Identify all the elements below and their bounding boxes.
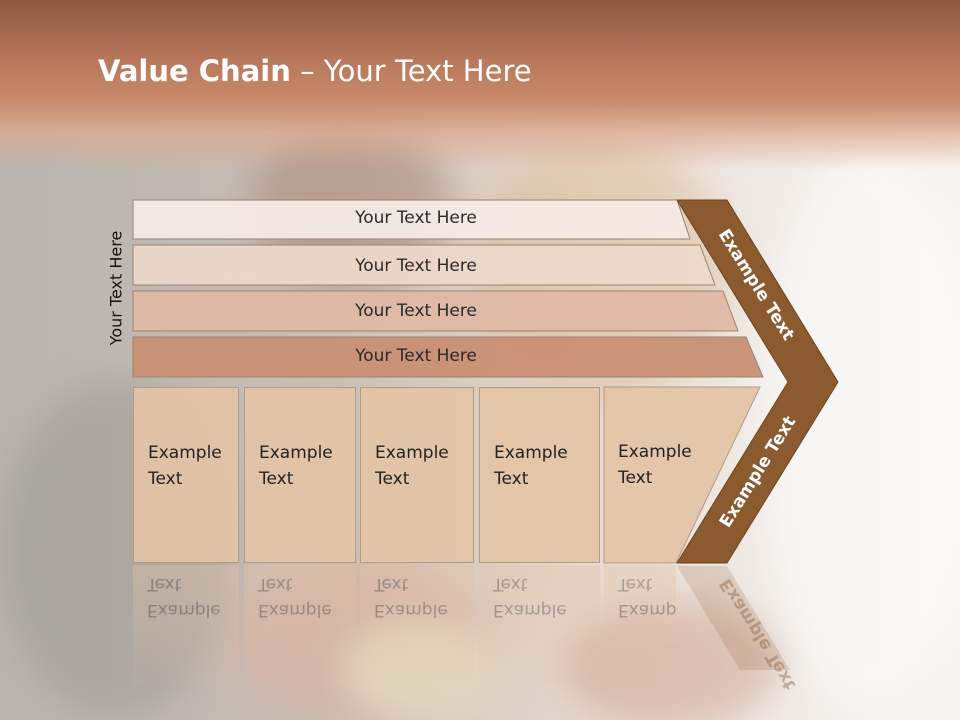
reflection-label: Example Text	[147, 574, 221, 620]
value-box-label: Example Text	[618, 442, 692, 488]
value-box-5: Example Text	[604, 387, 692, 563]
value-box-4: Example Text	[479, 387, 600, 563]
box-reflection-4: Example Text	[479, 565, 600, 685]
reflection-label: Example Text	[374, 574, 448, 620]
row-label-3: Your Text Here	[355, 301, 477, 321]
header-band	[0, 0, 960, 170]
box-reflection-1: Example Text	[133, 565, 239, 685]
chevron-reflection	[677, 566, 790, 670]
reflection-label: Example Text	[493, 574, 567, 620]
value-box-label: Example Text	[259, 443, 333, 489]
box-5-shape	[603, 386, 761, 564]
box-reflection-3: Example Text	[360, 565, 474, 685]
value-box-2: Example Text	[244, 387, 356, 563]
box-reflection-2: Example Text	[244, 565, 356, 685]
title-bold: Value Chain	[98, 54, 291, 88]
box-reflection-5: Example Text	[604, 565, 676, 685]
row-band-3	[132, 290, 739, 332]
value-box-label: Example Text	[148, 443, 222, 489]
value-box-1: Example Text	[133, 387, 239, 563]
row-band-2	[132, 244, 716, 286]
row-band-4	[132, 336, 764, 378]
page-title: Value Chain – Your Text Here	[98, 54, 532, 88]
row-label-1: Your Text Here	[355, 208, 477, 228]
value-box-3: Example Text	[360, 387, 474, 563]
reflection-label: Example Text	[258, 574, 332, 620]
value-box-label: Example Text	[375, 443, 449, 489]
chevron-shape	[676, 199, 839, 564]
value-box-label: Example Text	[494, 443, 568, 489]
row-label-4: Your Text Here	[355, 346, 477, 366]
row-band-1	[132, 199, 691, 240]
reflection-label: Example Text	[618, 574, 676, 620]
title-rest: – Your Text Here	[290, 54, 532, 88]
row-label-2: Your Text Here	[355, 256, 477, 276]
